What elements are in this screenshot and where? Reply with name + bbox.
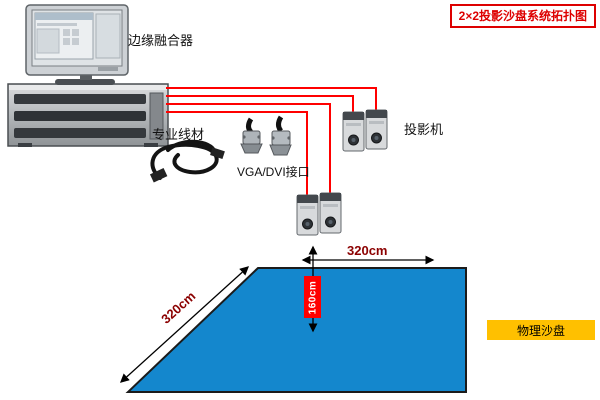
measure-height-badge: 160cm: [304, 276, 321, 318]
diagram-title: 2×2投影沙盘系统拓扑图: [449, 4, 596, 28]
signal-cable-line: [166, 87, 377, 110]
label-pro-cables: 专业线材: [152, 127, 205, 142]
projector-unit: [365, 109, 388, 150]
monitor: [25, 4, 129, 85]
label-vga-dvi: VGA/DVI接口: [237, 165, 310, 179]
projector-unit: [342, 111, 365, 152]
label-projector: 投影机: [404, 122, 444, 137]
measure-top-width: 320cm: [347, 243, 388, 258]
label-edge-blender: 边缘融合器: [128, 33, 194, 48]
edge-blender-server: [7, 83, 169, 147]
dimension-line-left-depth: [119, 266, 250, 383]
label-sandbox: 物理沙盘: [487, 320, 595, 340]
signal-cable-line: [166, 103, 331, 193]
cable-photo: [149, 139, 225, 183]
vga-dvi-connectors: [240, 115, 292, 156]
signal-cable-line: [166, 95, 354, 112]
projector-unit: [296, 194, 319, 236]
signal-cable-line: [166, 111, 308, 195]
projector-unit: [319, 192, 342, 234]
measure-height-text: 160cm: [307, 280, 319, 314]
